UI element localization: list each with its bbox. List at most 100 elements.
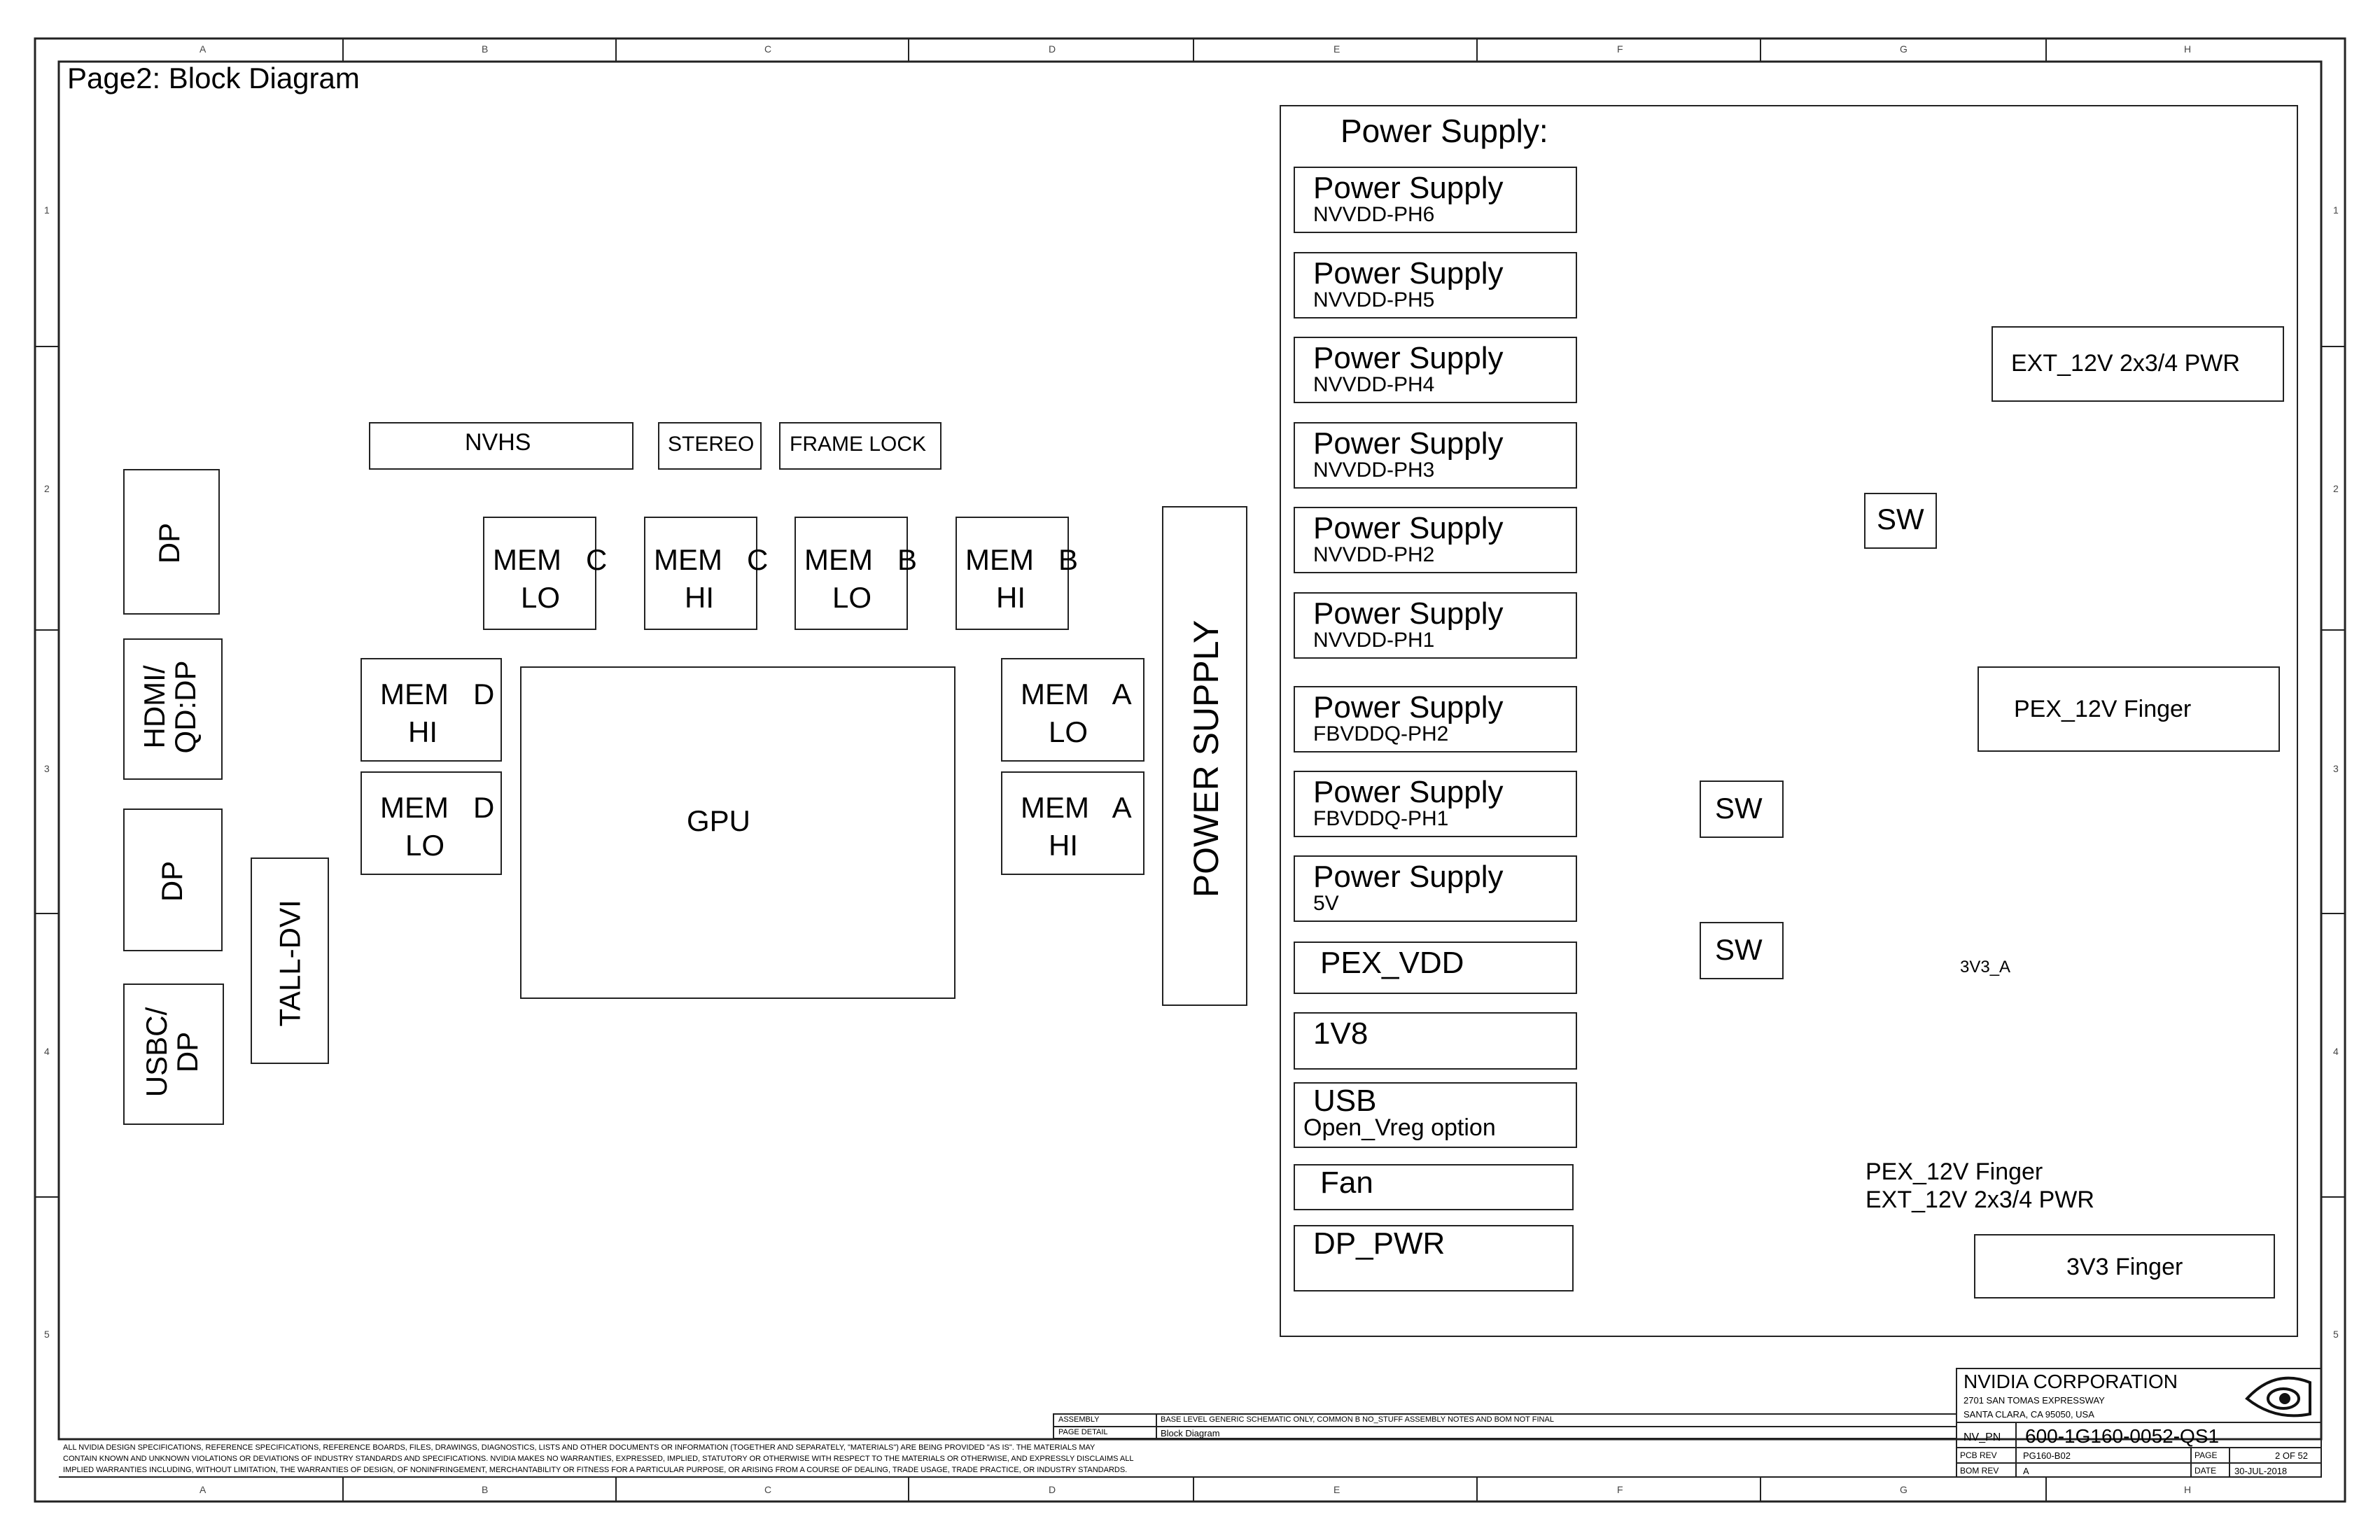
mem-b-hi-line2: HI: [996, 581, 1026, 614]
power-supply-block-label: POWER SUPPLY: [1186, 620, 1226, 898]
rail-title: Power Supply: [1313, 775, 1504, 809]
mem-a-hi-line2: HI: [1049, 829, 1078, 862]
usb-label: USB: [1313, 1084, 1377, 1118]
mem-b-lo: MEM B LO: [794, 517, 917, 630]
tb-assembly: BASE LEVEL GENERIC SCHEMATIC ONLY, COMMO…: [1161, 1415, 1554, 1424]
mem-c-lo-line2: LO: [521, 581, 561, 614]
row-label-2: 2: [44, 483, 50, 494]
power-panel-title: Power Supply:: [1340, 113, 1548, 149]
mem-c-lo: MEM C LO: [483, 517, 607, 630]
tb-company: NVIDIA CORPORATION: [1963, 1371, 2178, 1392]
hdmi-connector-label: HDMI/ QD:DP: [138, 660, 202, 754]
nvhs-box: NVHS: [369, 422, 634, 470]
rail-sub: 5V: [1313, 892, 1339, 915]
rail-nvvdd-ph4: Power Supply NVVDD-PH4: [1294, 337, 1577, 403]
rail-sub: FBVDDQ-PH2: [1313, 722, 1449, 746]
col-label-e-bottom: E: [1334, 1484, 1340, 1495]
usbc-connector: USBC/ DP: [123, 983, 224, 1125]
row-label-3: 3: [44, 763, 50, 774]
rail-pex-vdd: PEX_VDD: [1294, 941, 1577, 994]
fan-source-ext-label: EXT_12V 2x3/4 PWR: [1865, 1186, 2094, 1213]
sw-label: SW: [1715, 792, 1763, 825]
mem-d-lo-line2: LO: [405, 829, 445, 862]
pex-vdd-label: PEX_VDD: [1320, 946, 1464, 980]
mem-b-lo-line1: MEM B: [804, 543, 918, 576]
page-title: Page2: Block Diagram: [67, 62, 360, 94]
tb-pcb-rev-label: PCB REV: [1960, 1450, 1997, 1460]
row-label-1-right: 1: [2333, 204, 2339, 216]
rail-1v8: 1V8: [1294, 1012, 1577, 1070]
fan-source-pex-label: PEX_12V Finger: [1865, 1158, 2043, 1185]
mem-c-hi-line1: MEM C: [654, 543, 769, 576]
col-label-c: C: [764, 43, 772, 55]
tb-nv-pn: 600-1G160-0052-QS1: [2025, 1425, 2220, 1447]
col-label-b-bottom: B: [482, 1484, 489, 1495]
3v3-finger-source: 3V3 Finger: [1974, 1234, 2275, 1298]
mem-b-hi-line1: MEM B: [965, 543, 1079, 576]
mem-c-lo-line1: MEM C: [493, 543, 608, 576]
tb-disclaimer-3: IMPLIED WARRANTIES INCLUDING, WITHOUT LI…: [63, 1466, 1128, 1474]
col-label-d-bottom: D: [1049, 1484, 1056, 1495]
row-label-4-right: 4: [2333, 1046, 2339, 1057]
rail-sub: NVVDD-PH4: [1313, 373, 1435, 396]
frame-lock-box: FRAME LOCK: [779, 422, 941, 470]
rail-title: Power Supply: [1313, 256, 1504, 290]
sw-switch-2: SW: [1700, 780, 1784, 838]
tb-date-label: DATE: [2194, 1466, 2217, 1476]
mem-a-lo-line2: LO: [1049, 715, 1088, 748]
mem-c-hi-line2: HI: [685, 581, 714, 614]
col-label-a: A: [200, 43, 206, 55]
3v3-finger-label: 3V3 Finger: [2066, 1254, 2183, 1280]
col-label-f-bottom: F: [1617, 1484, 1623, 1495]
mem-d-lo-line1: MEM D: [380, 791, 495, 824]
tb-page-detail-label: PAGE DETAIL: [1058, 1428, 1108, 1436]
mem-c-hi: MEM C HI: [644, 517, 768, 630]
sw-label: SW: [1715, 933, 1763, 966]
tb-page-label: PAGE: [2194, 1450, 2218, 1460]
tb-bom-rev-label: BOM REV: [1960, 1466, 1999, 1476]
tb-date: 30-JUL-2018: [2234, 1466, 2288, 1476]
usb-sub-label: Open_Vreg option: [1303, 1114, 1496, 1141]
mem-d-lo: MEM D LO: [360, 771, 502, 875]
rail-nvvdd-ph1: Power Supply NVVDD-PH1: [1294, 592, 1577, 659]
rail-title: Power Supply: [1313, 596, 1504, 631]
tb-address1: 2701 SAN TOMAS EXPRESSWAY: [1963, 1395, 2105, 1406]
col-label-c-bottom: C: [764, 1484, 772, 1495]
row-label-5-right: 5: [2333, 1329, 2339, 1340]
dp-connector-top-label: DP: [153, 522, 186, 564]
rail-nvvdd-ph5: Power Supply NVVDD-PH5: [1294, 252, 1577, 318]
dp-pwr-box: DP_PWR: [1294, 1225, 1574, 1292]
rail-nvvdd-ph3: Power Supply NVVDD-PH3: [1294, 422, 1577, 489]
row-label-4: 4: [44, 1046, 50, 1057]
col-label-b: B: [482, 43, 489, 55]
tb-disclaimer-1: ALL NVIDIA DESIGN SPECIFICATIONS, REFERE…: [63, 1443, 1096, 1452]
mem-a-lo: MEM A LO: [1001, 658, 1144, 762]
fan-label: Fan: [1320, 1166, 1373, 1200]
sw-switch-1: SW: [1864, 493, 1937, 549]
row-label-2-right: 2: [2333, 483, 2339, 494]
dp-connector-bottom: DP: [123, 808, 223, 951]
rail-title: Power Supply: [1313, 341, 1504, 375]
mem-d-hi: MEM D HI: [360, 658, 502, 762]
usbc-connector-label: USBC/ DP: [140, 1007, 204, 1098]
stereo-label: STEREO: [668, 433, 755, 456]
rail-usb: USB Open_Vreg option: [1294, 1082, 1577, 1148]
rail-sub: NVVDD-PH2: [1313, 543, 1435, 566]
col-label-g: G: [1900, 43, 1907, 55]
tall-dvi-connector: TALL-DVI: [251, 858, 329, 1064]
mem-d-hi-line1: MEM D: [380, 678, 495, 710]
dp-pwr-label: DP_PWR: [1313, 1226, 1446, 1261]
row-label-3-right: 3: [2333, 763, 2339, 774]
tb-page-detail: Block Diagram: [1161, 1428, 1220, 1438]
gpu-block: GPU: [520, 666, 955, 999]
rail-sub: NVVDD-PH3: [1313, 458, 1435, 482]
power-supply-block: POWER SUPPLY: [1162, 506, 1247, 1006]
tb-bom-rev: A: [2023, 1466, 2029, 1476]
tb-page: 2 OF 52: [2275, 1450, 2308, 1461]
rail-title: Power Supply: [1313, 860, 1504, 894]
rail-sub: NVVDD-PH5: [1313, 288, 1435, 312]
tb-pcb-rev: PG160-B02: [2023, 1450, 2071, 1461]
frame-lock-label: FRAME LOCK: [790, 433, 927, 456]
rail-title: Power Supply: [1313, 426, 1504, 461]
row-label-1: 1: [44, 204, 50, 216]
